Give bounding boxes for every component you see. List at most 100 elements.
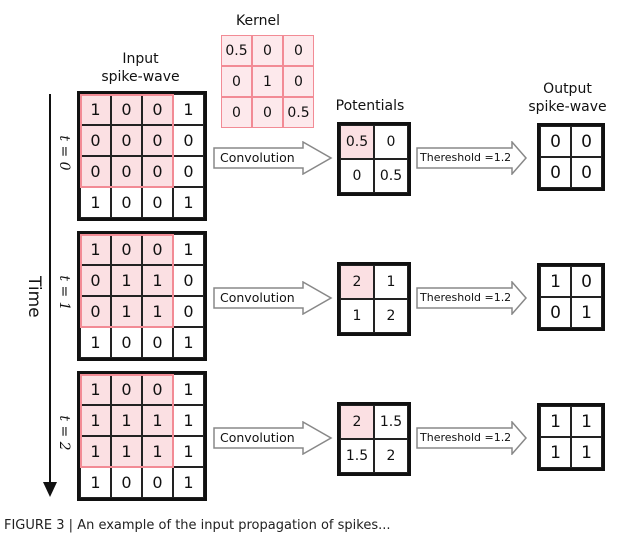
output-cell: 1	[571, 437, 602, 468]
convolution-arrow	[213, 420, 333, 456]
potentials-label: Potentials	[335, 98, 405, 114]
input-cell: 1	[80, 234, 111, 265]
input-cell: 0	[142, 467, 173, 498]
input-cell: 0	[173, 156, 204, 187]
kernel-cell: 0	[221, 66, 252, 97]
time-label: Time	[24, 276, 44, 318]
input-cell: 0	[111, 94, 142, 125]
input-label: Input spike-wave	[101, 51, 180, 85]
input-cell: 0	[80, 265, 111, 296]
input-cell: 1	[173, 405, 204, 436]
potential-cell: 1	[340, 299, 374, 333]
kernel-cell: 0	[252, 35, 283, 66]
input-cell: 1	[80, 436, 111, 467]
time-axis	[43, 94, 57, 497]
potential-cell: 0.5	[340, 125, 374, 159]
potential-cell: 2	[374, 439, 408, 473]
input-cell: 1	[142, 265, 173, 296]
input-cell: 1	[80, 327, 111, 358]
input-cell: 1	[173, 374, 204, 405]
input-cell: 0	[142, 234, 173, 265]
potential-cell: 2	[374, 299, 408, 333]
output-cell: 1	[540, 266, 571, 297]
input-cell: 0	[142, 156, 173, 187]
input-cell: 0	[142, 374, 173, 405]
threshold-arrow	[416, 140, 528, 176]
convolution-label: Convolution	[220, 430, 295, 445]
potential-cell: 0	[374, 125, 408, 159]
threshold-arrow	[416, 280, 528, 316]
output-cell: 1	[540, 437, 571, 468]
input-cell: 1	[173, 94, 204, 125]
output-cell: 0	[540, 157, 571, 188]
convolution-label: Convolution	[220, 150, 295, 165]
input-cell: 0	[80, 296, 111, 327]
input-cell: 1	[80, 374, 111, 405]
output-cell: 1	[571, 406, 602, 437]
input-cell: 0	[173, 265, 204, 296]
input-cell: 0	[111, 374, 142, 405]
time-step-label: t = 2	[56, 415, 72, 451]
input-cell: 1	[142, 405, 173, 436]
input-cell: 0	[111, 467, 142, 498]
threshold-label: Thereshold =1.2	[420, 151, 512, 164]
time-step-label: t = 0	[56, 135, 72, 171]
input-cell: 0	[111, 327, 142, 358]
output-cell: 1	[571, 297, 602, 328]
input-cell: 1	[111, 436, 142, 467]
kernel-cell: 0	[252, 97, 283, 128]
output-cell: 0	[571, 157, 602, 188]
kernel-cell: 0	[283, 35, 314, 66]
input-cell: 0	[111, 234, 142, 265]
figure-caption: FIGURE 3 | An example of the input propa…	[4, 518, 391, 533]
input-cell: 0	[142, 187, 173, 218]
input-cell: 0	[173, 125, 204, 156]
kernel-cell: 0.5	[221, 35, 252, 66]
input-cell: 1	[142, 296, 173, 327]
input-cell: 0	[111, 125, 142, 156]
input-cell: 0	[142, 327, 173, 358]
time-step-label: t = 1	[56, 275, 72, 311]
input-cell: 1	[173, 436, 204, 467]
input-cell: 1	[173, 234, 204, 265]
output-cell: 0	[540, 126, 571, 157]
potential-cell: 0	[340, 159, 374, 193]
kernel-cell: 0	[283, 66, 314, 97]
input-cell: 0	[111, 156, 142, 187]
input-cell: 1	[80, 94, 111, 125]
output-cell: 0	[540, 297, 571, 328]
kernel-cell: 0.5	[283, 97, 314, 128]
potential-cell: 1	[374, 265, 408, 299]
kernel-cell: 0	[221, 97, 252, 128]
input-cell: 1	[173, 467, 204, 498]
output-cell: 0	[571, 266, 602, 297]
kernel-cell: 1	[252, 66, 283, 97]
potential-cell: 1.5	[340, 439, 374, 473]
input-cell: 1	[111, 405, 142, 436]
potential-cell: 2	[340, 405, 374, 439]
input-cell: 0	[142, 125, 173, 156]
threshold-label: Thereshold =1.2	[420, 291, 512, 304]
convolution-label: Convolution	[220, 290, 295, 305]
potential-cell: 2	[340, 265, 374, 299]
input-cell: 1	[80, 187, 111, 218]
threshold-arrow	[416, 420, 528, 456]
potential-cell: 0.5	[374, 159, 408, 193]
input-cell: 1	[111, 296, 142, 327]
input-cell: 1	[173, 327, 204, 358]
input-cell: 1	[173, 187, 204, 218]
output-cell: 1	[540, 406, 571, 437]
output-label: Output spike-wave	[528, 81, 607, 115]
output-cell: 0	[571, 126, 602, 157]
potential-cell: 1.5	[374, 405, 408, 439]
convolution-arrow	[213, 140, 333, 176]
